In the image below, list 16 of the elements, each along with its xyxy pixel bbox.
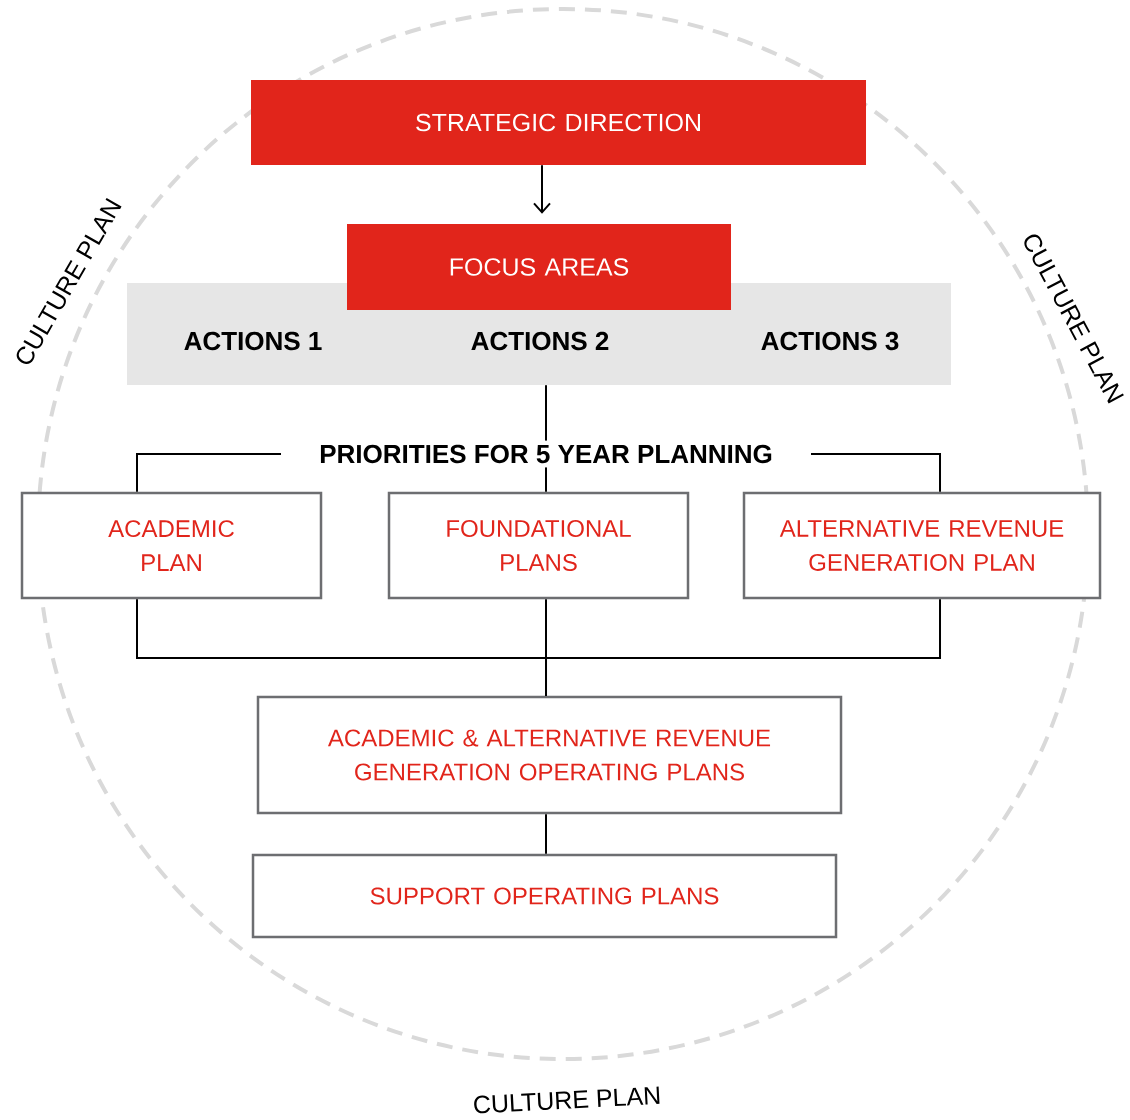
connector-line bbox=[810, 453, 941, 493]
connector-line bbox=[545, 466, 547, 493]
arrow bbox=[533, 164, 551, 214]
plan-box: ALTERNATIVE REVENUE GENERATION PLAN bbox=[742, 491, 1102, 600]
connector-line bbox=[545, 598, 941, 697]
heading-text: PRIORITIES FOR 5 YEAR PLANNING bbox=[320, 444, 772, 464]
connector-line bbox=[545, 384, 547, 442]
heading-box: STRATEGIC DIRECTION bbox=[251, 80, 866, 165]
plan-box: FOUNDATIONAL PLANS bbox=[387, 491, 690, 600]
plan-box: ACADEMIC PLAN bbox=[20, 491, 323, 600]
plan-box: ACADEMIC & ALTERNATIVE REVENUE GENERATION OPERATING PLANS bbox=[256, 695, 843, 815]
connector-line bbox=[545, 813, 547, 855]
plan-box: SUPPORT OPERATING PLANS bbox=[251, 853, 838, 939]
connector-line bbox=[136, 453, 282, 493]
ring-label: CULTURE PLAN bbox=[474, 1086, 660, 1114]
heading-box: FOCUS AREAS bbox=[347, 224, 731, 310]
